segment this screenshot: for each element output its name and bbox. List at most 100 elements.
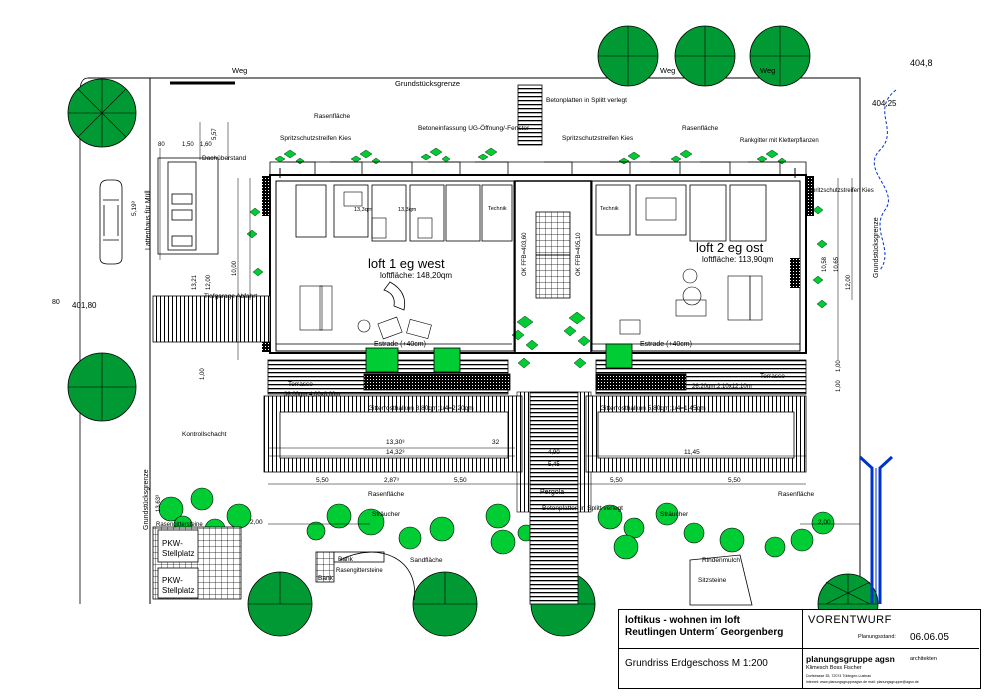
- status-label: VORENTWURF: [808, 614, 892, 626]
- divider: [802, 648, 979, 649]
- dim-1363: 13,63³: [156, 495, 162, 512]
- dim-100c: 1,00: [836, 380, 842, 392]
- dim-545: 5,45: [548, 462, 560, 468]
- label-level-left80: 80: [52, 299, 60, 306]
- label-spritz-1: Spritzschutzstreifen Kies: [280, 135, 352, 142]
- date-label: Planungsstand:: [858, 634, 896, 640]
- label-betonplatten: Betonplatten in Splitt verlegt: [546, 97, 627, 104]
- dim-150: 1,50: [182, 142, 194, 148]
- label-technik1: Technik: [488, 206, 507, 212]
- label-ok-ffb-1: OK FFB=403,60: [522, 232, 528, 276]
- label-pergola: Pergola: [540, 489, 564, 496]
- label-pkw1-a: PKW-: [162, 539, 183, 548]
- dim-1058: 10,58: [822, 256, 828, 272]
- label-technik2: Technik: [600, 206, 619, 212]
- label-terrasse1-dim: 36,00qm;4,00x8,00m: [284, 392, 340, 398]
- dim-200a: 2,00: [250, 519, 263, 526]
- building: [269, 161, 807, 354]
- dim-1065: 10,65: [834, 256, 840, 272]
- dim-550c: 5,50: [610, 477, 623, 484]
- label-weg-right: Weg: [660, 66, 675, 75]
- label-beton-einfassung: Betoneinfassung UG-Öffnung/-Fenster: [418, 124, 530, 132]
- label-sandflaeche: Sandfläche: [410, 557, 443, 564]
- label-rankgitter: Rankgitter mit Kletterpflanzen: [740, 138, 819, 144]
- firm-address: Dorfstrasse 35, 72074 Tübingen-Lustnau: [806, 674, 872, 678]
- dim-287: 2,87³: [384, 477, 400, 484]
- label-spritz-2: Spritzschutzstreifen Kies: [562, 135, 634, 142]
- label-rindenmulch: Rindenmulch: [702, 557, 740, 564]
- label-kontrollschacht: Kontrollschacht: [182, 431, 227, 438]
- dim-80: 80: [158, 142, 165, 148]
- label-gitter1: Gitterrostbalkon 8,80qm;1/4=2,20qm: [368, 405, 474, 412]
- label-level-left: 401,80: [72, 301, 97, 310]
- label-betonplatten2: Betonplatten in Splitt verlegt: [542, 505, 623, 512]
- label-pkw2-a: PKW-: [162, 576, 183, 585]
- dim-1330: 13,30³: [386, 439, 405, 446]
- loft2-title: loft 2 eg ost: [696, 240, 764, 255]
- terraces: [263, 343, 807, 473]
- dim-1200a: 12,00: [206, 274, 212, 290]
- stream: [858, 89, 897, 604]
- label-estrade1: Estrade (+40cm): [374, 341, 426, 348]
- firm-contact: internet: www.planungsgruppeagsn.de mail…: [806, 680, 919, 684]
- dim-550b: 5,50: [454, 477, 467, 484]
- label-estrade2: Estrade (+40cm): [640, 341, 692, 348]
- loft2-area: loftfläche: 113,90qm: [702, 255, 774, 264]
- waste-enclosure: [152, 157, 271, 343]
- dim-1200b: 12,00: [846, 274, 852, 290]
- dim-1432: 14,32³: [386, 449, 405, 456]
- label-room-b: 13,3qm: [398, 207, 417, 213]
- label-rasen-1: Rasenfläche: [314, 113, 351, 120]
- dim-1000: 10,00: [232, 260, 238, 276]
- dim-557: 5,57: [212, 128, 218, 140]
- label-grenze-top: Grundstücksgrenze: [395, 79, 460, 88]
- drawing-title: Grundriss Erdgeschoss M 1:200: [625, 658, 768, 669]
- divider: [619, 648, 802, 649]
- label-grenze-right: Grundstücksgrenze: [873, 217, 880, 278]
- firm-name: planungsgruppe agsn: [806, 654, 895, 664]
- label-terrasse2: Terrasse: [760, 373, 785, 380]
- label-grenze-left: Grundstücksgrenze: [143, 469, 150, 530]
- label-straeucher1: Sträucher: [372, 511, 401, 518]
- dim-160: 1,60: [200, 142, 212, 148]
- dim-200b: 2,00: [818, 519, 831, 526]
- dim-100a: 1,00: [200, 368, 206, 380]
- label-terrasse2-dim: 26,20qm;2,10x12,10m: [692, 384, 752, 390]
- label-terrasse1: Terrasse: [288, 381, 313, 388]
- project-title-line2: Reutlingen Unterm´ Georgenberg: [625, 627, 784, 638]
- label-rasengitter1: Rasengittersteine: [156, 522, 203, 528]
- label-ok-ffb-2: OK FFB=405,10: [576, 232, 582, 276]
- dim-100b: 1,00: [836, 360, 842, 372]
- dim-550d: 5,50: [728, 477, 741, 484]
- annotations: Weg Weg Weg Grundstücksgrenze 404,8 404,…: [52, 58, 933, 595]
- project-title-line1: loftikus - wohnen im loft: [625, 615, 740, 626]
- label-bank1: Bank: [338, 556, 354, 563]
- firm-partners: Klimesch Boss Fischer: [806, 665, 862, 671]
- label-gitter2: Gitterrostbalkon 5,80qm;1/4=1,45qm: [600, 405, 706, 412]
- dim-490: 4,90: [548, 450, 560, 456]
- loft1-title: loft 1 eg west: [368, 256, 445, 271]
- label-level-tr2: 404,25: [872, 99, 897, 108]
- title-block: loftikus - wohnen im loft Reutlingen Unt…: [618, 609, 981, 689]
- label-tiefgarage: Tiefgarage Abfahrt: [204, 293, 257, 300]
- label-straeucher2: Sträucher: [660, 511, 689, 518]
- facade-plants: [246, 147, 828, 369]
- dim-32: 32: [492, 439, 500, 446]
- car-icon: [99, 179, 123, 265]
- label-lattenhaus: Lattenhaus für Müll: [145, 190, 152, 250]
- label-sitzsteine: Sitzsteine: [698, 577, 727, 584]
- project-title: loftikus - wohnen im loft Reutlingen Unt…: [625, 615, 783, 639]
- title-block-project: loftikus - wohnen im loft Reutlingen Unt…: [619, 610, 803, 688]
- label-pkw1-b: Stellplatz: [162, 549, 194, 558]
- label-pkw2-b: Stellplatz: [162, 586, 194, 595]
- label-rasen-3: Rasenfläche: [368, 491, 405, 498]
- dim-1145: 11,45: [684, 449, 700, 456]
- date-value: 06.06.05: [910, 632, 949, 643]
- title-block-office: VORENTWURF Planungsstand: 06.06.05 planu…: [802, 610, 979, 688]
- label-rasen-2: Rasenfläche: [682, 125, 719, 132]
- dim-550a: 5,50: [316, 477, 329, 484]
- label-bank2: Bank: [318, 575, 334, 582]
- firm-type: architekten: [910, 656, 937, 662]
- dimension-lines: [159, 122, 860, 525]
